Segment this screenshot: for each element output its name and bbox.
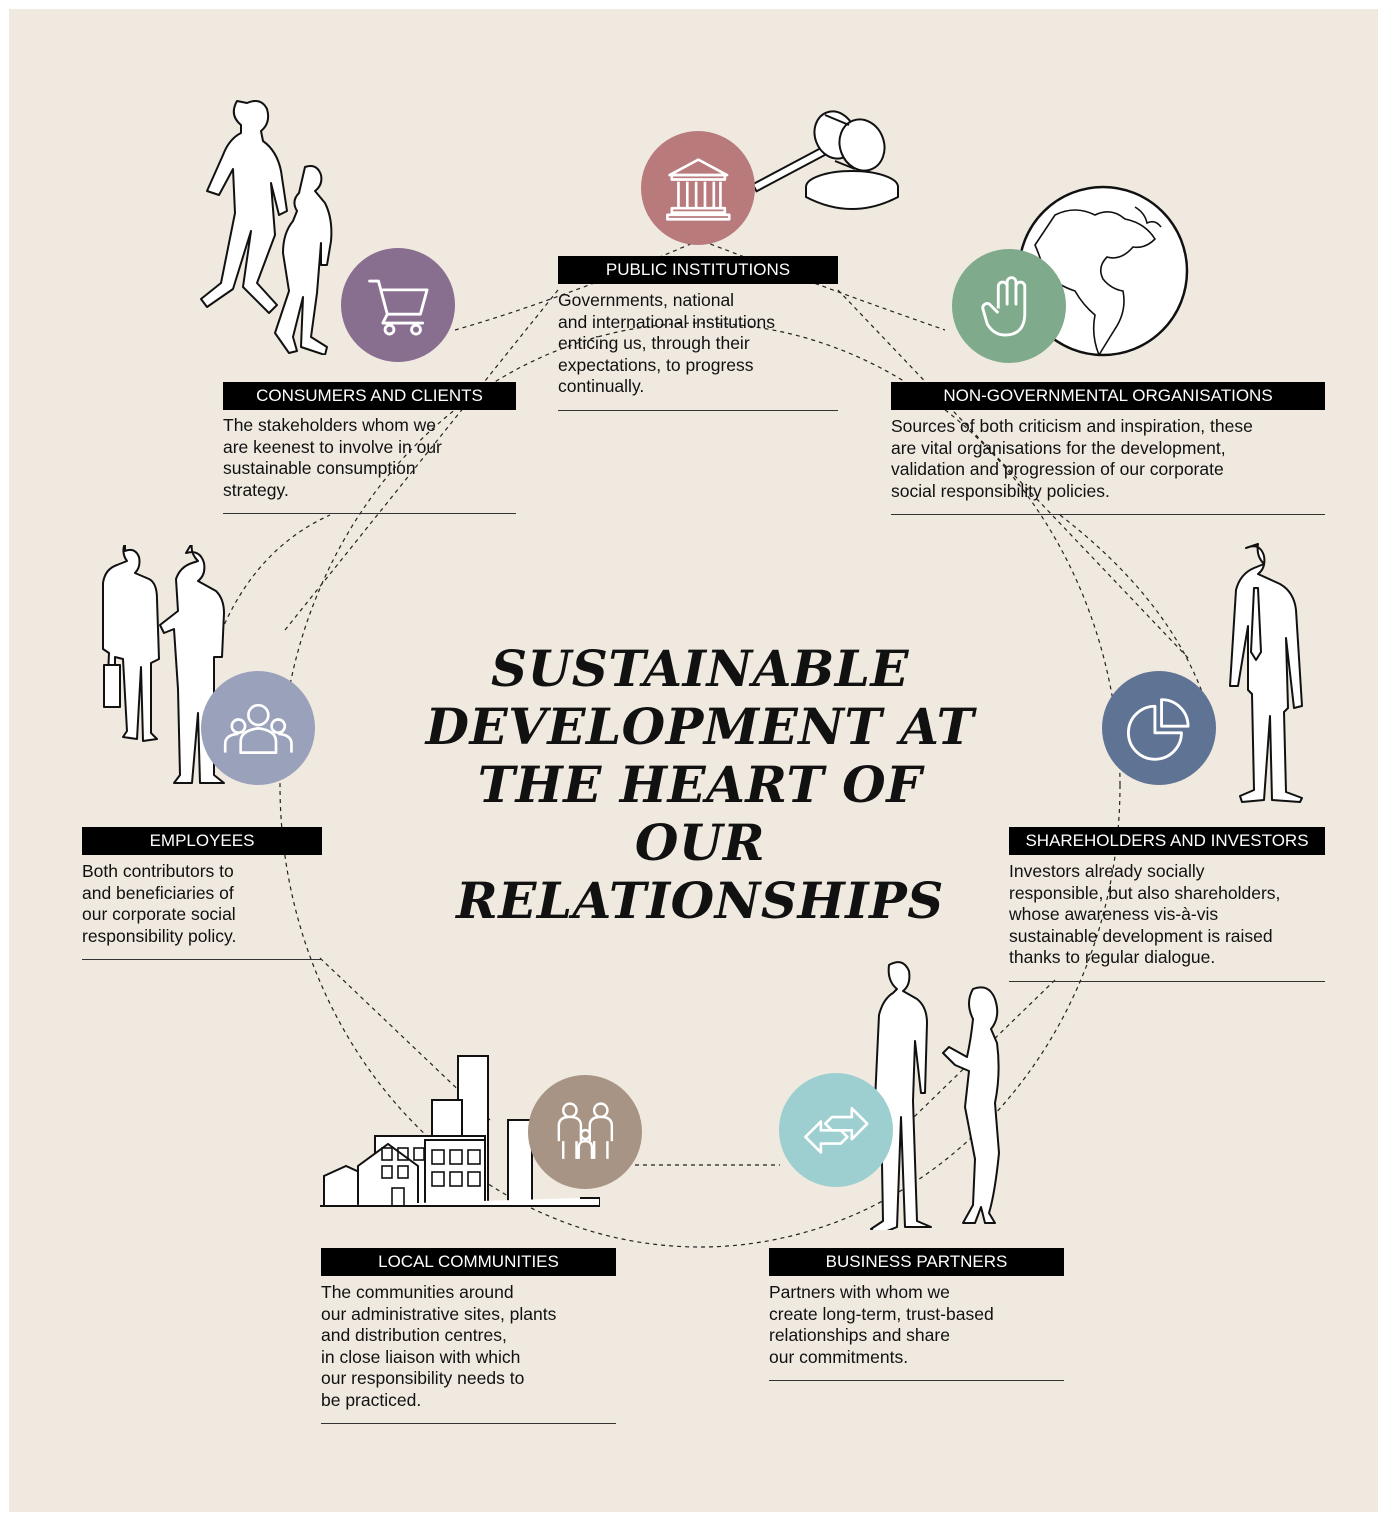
shareholders-label: SHAREHOLDERS AND INVESTORS [1009,827,1325,855]
shareholders-circle [1102,671,1216,785]
partners-circle [779,1073,893,1187]
walking-family-illustration [200,100,333,355]
public-institutions-text: Governments, national and international … [558,290,838,411]
pie-chart-icon [1126,697,1190,761]
family-icon [557,1102,613,1159]
employees-label: EMPLOYEES [82,827,322,855]
businessman-illustration [1229,543,1303,803]
bank-icon [665,157,731,221]
employees-text: Both contributors to and beneficiaries o… [82,861,322,960]
partners-text: Partners with whom we create long-term, … [769,1282,1064,1381]
business-partners-illustration [870,961,1000,1230]
gavel-illustration [751,110,899,210]
shareholders-text: Investors already socially responsible, … [1009,861,1325,982]
ngo-label: NON-GOVERNMENTAL ORGANISATIONS [891,382,1325,410]
page-title: SUSTAINABLE DEVELOPMENT AT THE HEART OF … [425,639,975,930]
public-institutions-circle [641,131,755,245]
partners-label: BUSINESS PARTNERS [769,1248,1064,1276]
communities-text: The communities around our administrativ… [321,1282,616,1424]
ngo-text: Sources of both criticism and inspiratio… [891,416,1325,515]
communities-label: LOCAL COMMUNITIES [321,1248,616,1276]
ngo-circle [952,249,1066,363]
consumers-circle [341,248,455,362]
arrows-exchange-icon [803,1106,869,1154]
hand-icon [981,275,1026,337]
city-buildings-illustration [320,1055,600,1207]
consumers-text: The stakeholders whom we are keenest to … [223,415,516,514]
employees-circle [201,671,315,785]
cart-icon [367,279,429,336]
communities-circle [528,1075,642,1189]
people-icon [223,703,293,754]
public-institutions-label: PUBLIC INSTITUTIONS [558,256,838,284]
consumers-label: CONSUMERS AND CLIENTS [223,382,516,410]
